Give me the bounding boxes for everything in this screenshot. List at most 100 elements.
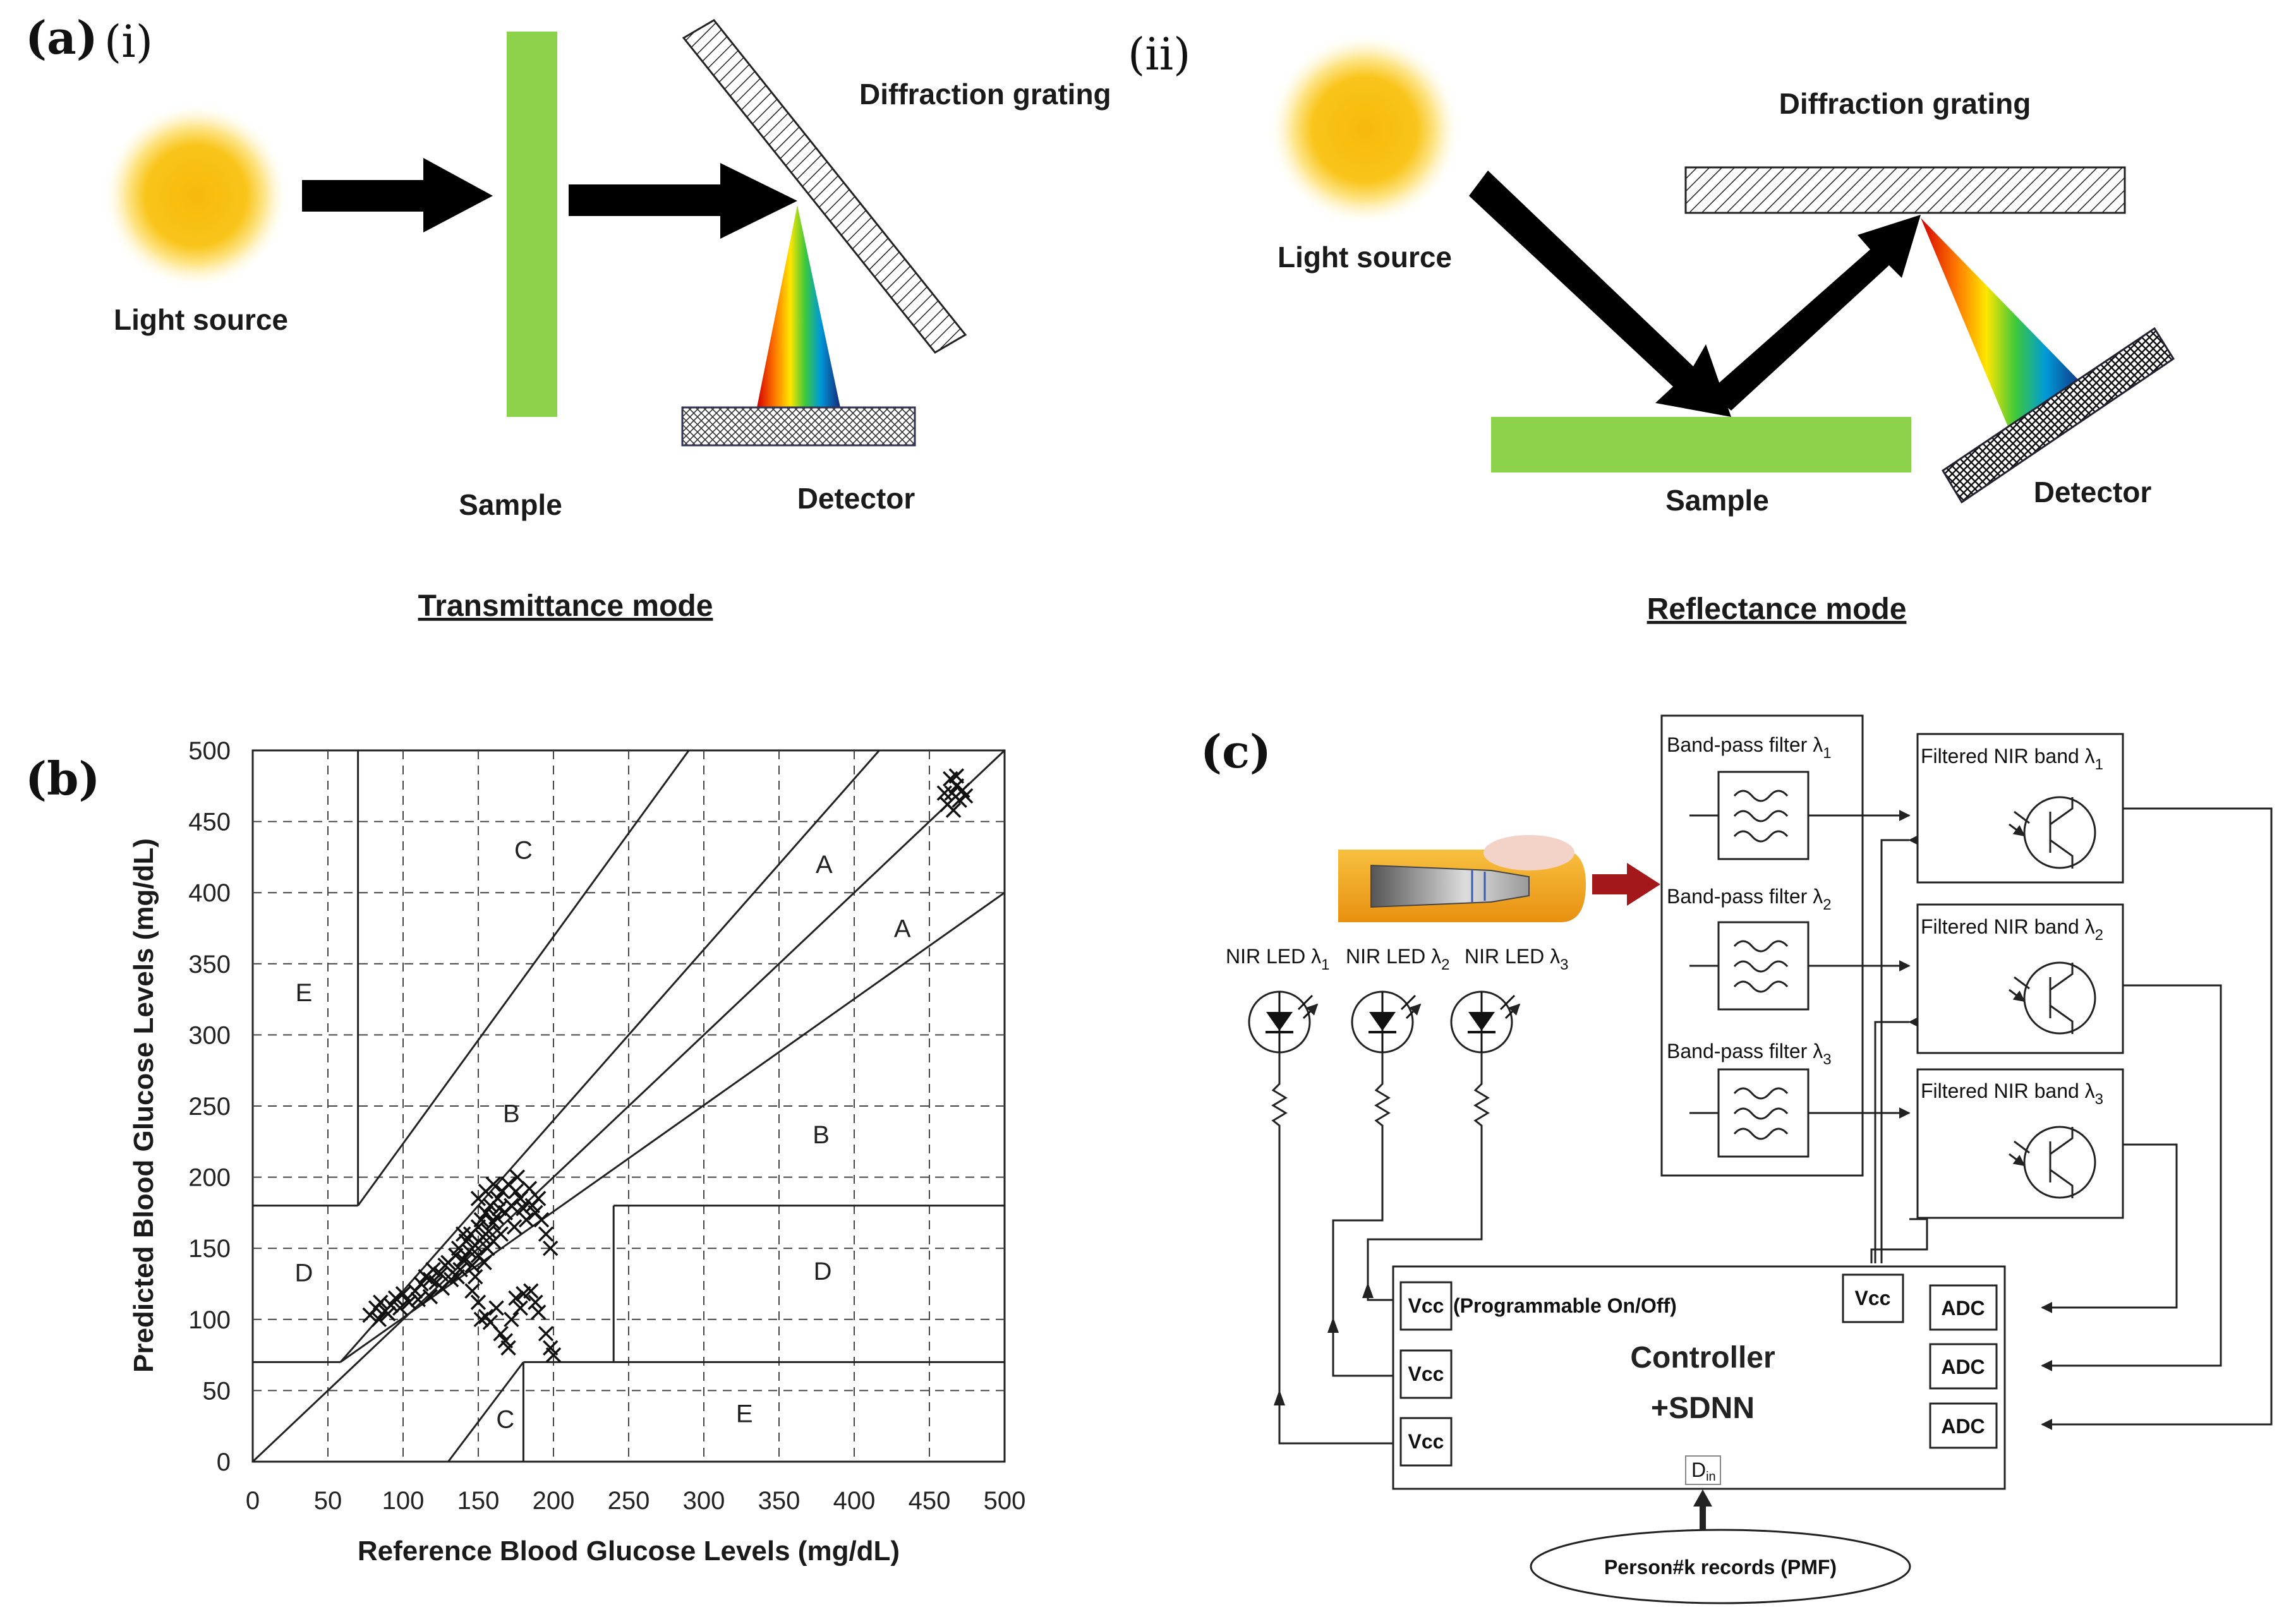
arrow-in: [1469, 171, 1731, 417]
band-box: [1916, 903, 2124, 1054]
records-ellipse: [1530, 1529, 1911, 1604]
led-3: NIR LED λ3: [1450, 945, 1569, 1145]
zone-label: C: [514, 837, 533, 865]
data-point: [492, 1200, 507, 1217]
x-tick-label: 200: [533, 1487, 575, 1515]
led-2: NIR LED λ2: [1346, 945, 1450, 1145]
data-point: [533, 1212, 550, 1228]
data-point: [410, 1292, 426, 1308]
zone-label: D: [814, 1258, 832, 1285]
data-point: [449, 1269, 465, 1285]
data-point: [508, 1183, 524, 1200]
vcc-2: Vcc: [1399, 1349, 1453, 1399]
data-point: [543, 1240, 559, 1256]
data-point: [948, 768, 965, 784]
filter-label: Band-pass filter λ3: [1667, 1040, 1832, 1068]
phototransistor-icon: [2023, 796, 2096, 869]
data-point: [485, 1176, 502, 1193]
data-points: [362, 768, 974, 1363]
x-tick-label: 100: [382, 1487, 425, 1515]
x-axis-title: Reference Blood Glucose Levels (mg/dL): [358, 1536, 900, 1567]
data-point: [371, 1311, 387, 1328]
data-point: [392, 1300, 408, 1316]
arrow-out: [1709, 215, 1921, 411]
data-point: [500, 1340, 516, 1356]
red-arrow: [1592, 863, 1660, 906]
data-point: [488, 1300, 504, 1316]
y-tick-label: 500: [188, 737, 231, 765]
zone-label: A: [816, 851, 833, 879]
fingernail: [1483, 835, 1574, 870]
data-point: [518, 1212, 535, 1228]
din-port: [1685, 1455, 1721, 1485]
x-tick-label: 350: [758, 1487, 801, 1515]
y-tick-label: 200: [188, 1164, 231, 1192]
y-tick-label: 250: [188, 1093, 231, 1121]
spectrum: [757, 205, 840, 407]
vcc-label: Vcc: [1408, 1362, 1444, 1385]
din-label: Din: [1691, 1459, 1716, 1484]
x-tick-label: 0: [246, 1487, 260, 1515]
data-point: [481, 1223, 497, 1239]
data-point: [538, 1226, 554, 1242]
light-source-label: Light source: [114, 303, 288, 336]
bandpass-filter-1: Band-pass filter λ1: [1667, 733, 1832, 860]
vcc-label: Vcc: [1855, 1287, 1891, 1309]
zone-boundary: [447, 1361, 524, 1462]
records-label: Person#k records (PMF): [1604, 1556, 1837, 1579]
detector-label: Detector: [797, 482, 915, 515]
grating-label: Diffraction grating: [1779, 87, 2031, 120]
data-point: [530, 1304, 547, 1320]
zone-boundary: [251, 749, 1006, 1463]
sun-icon: [104, 104, 287, 287]
data-point: [493, 1326, 509, 1342]
filter-icon: [1717, 1068, 1810, 1158]
data-point: [383, 1297, 399, 1313]
zone-boundary: [357, 750, 880, 1343]
x-tick-label: 400: [833, 1487, 876, 1515]
x-tick-label: 300: [683, 1487, 725, 1515]
finger-probe: [1338, 835, 1586, 922]
data-point: [509, 1169, 526, 1185]
vcc-label: Vcc: [1408, 1294, 1444, 1317]
data-point: [380, 1306, 396, 1322]
data-point: [413, 1276, 429, 1292]
vcc-label: Vcc: [1408, 1430, 1444, 1453]
band-label: Filtered NIR band λ1: [1921, 745, 2103, 773]
diffraction-grating: [682, 19, 967, 354]
vcc-3: Vcc: [1399, 1417, 1453, 1467]
panel-a: (a) (i) Light source Sample Diffraction …: [25, 11, 2175, 626]
nir-band-1: Filtered NIR band λ1: [1916, 733, 2124, 884]
zone-label: A: [894, 915, 911, 943]
zone-label: C: [496, 1405, 514, 1433]
adc-label: ADC: [1941, 1297, 1985, 1320]
bandpass-filter-2: Band-pass filter λ2: [1667, 885, 1832, 1011]
transmittance-diagram: Light source Sample Diffraction grating …: [104, 19, 1111, 623]
nir-band-2: Filtered NIR band λ2: [1916, 903, 2124, 1054]
data-point: [464, 1283, 480, 1299]
data-point: [401, 1294, 417, 1311]
y-tick-label: 400: [188, 879, 231, 907]
detector: [1941, 327, 2175, 504]
data-point: [512, 1300, 528, 1316]
spectrum: [1921, 218, 2085, 430]
y-tick-label: 300: [188, 1021, 231, 1049]
data-point: [373, 1294, 389, 1311]
zone-label: B: [503, 1100, 520, 1128]
panel-a-letter: (a): [25, 11, 98, 64]
panel-c: (c) NIR LED λ1 NIR LED λ2: [1200, 714, 2273, 1604]
controller-label: Controller: [1630, 1341, 1775, 1374]
band-label: Filtered NIR band λ3: [1921, 1080, 2103, 1108]
data-point: [506, 1219, 523, 1235]
arrow-1: [302, 158, 493, 232]
data-point: [504, 1198, 519, 1213]
data-point: [504, 1311, 519, 1328]
x-tick-label: 250: [608, 1487, 650, 1515]
data-point: [545, 1347, 562, 1363]
zone-boundary: [339, 1341, 359, 1363]
data-point: [464, 1257, 480, 1273]
x-tick-label: 500: [984, 1487, 1026, 1515]
grating-label: Diffraction grating: [859, 78, 1111, 111]
programmable-label: (Programmable On/Off): [1453, 1294, 1677, 1317]
